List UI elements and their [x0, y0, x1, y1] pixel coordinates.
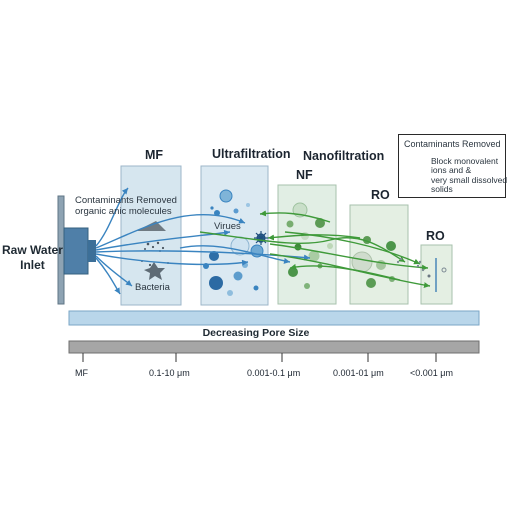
scale-ticks [82, 353, 437, 362]
stage-title-nanofiltration: Nanofiltration [303, 149, 385, 163]
uf-item-viruses: Virues [214, 221, 241, 232]
scale-tick-label: 0.1-10 μm [149, 368, 190, 378]
scale-tick-label: 0.001-01 μm [333, 368, 384, 378]
stage-title-ro-final: RO [426, 229, 445, 243]
nf-particles [286, 202, 333, 289]
stage-title-nf: NF [296, 168, 313, 182]
legend-box [398, 134, 506, 198]
legend-title: Contaminants Removed [404, 139, 501, 149]
scale-tick-label: 0.001-0.1 μm [247, 368, 301, 378]
pore-size-label: Decreasing Pore Size [202, 327, 310, 339]
scale-tick-label: MF [75, 368, 88, 378]
ro-dot-markers [396, 257, 425, 272]
blue-flow-lines [95, 187, 311, 295]
green-flow-lines [199, 210, 431, 289]
pore-size-bar [68, 310, 480, 326]
inlet-label: Raw Water Inlet [2, 243, 63, 272]
stage-title-ultrafiltration: Ultrafiltration [212, 147, 291, 161]
scale-bar [68, 340, 480, 354]
uf-particles [203, 189, 268, 296]
legend-text: Block monovalent ions and & very small d… [431, 156, 508, 195]
virus-icon [254, 231, 268, 245]
inlet-plate [57, 195, 96, 305]
mf-annotation: Contaminants Removed organic anic molecu… [75, 195, 177, 217]
bacteria-icon [144, 262, 165, 280]
ro-membrane [427, 258, 447, 292]
stage-title-ro: RO [371, 188, 390, 202]
mf-item-bacteria: Bacteria [135, 282, 170, 293]
scale-tick-label: <0.001 μm [410, 368, 453, 378]
stage-title-mf: MF [145, 148, 164, 162]
